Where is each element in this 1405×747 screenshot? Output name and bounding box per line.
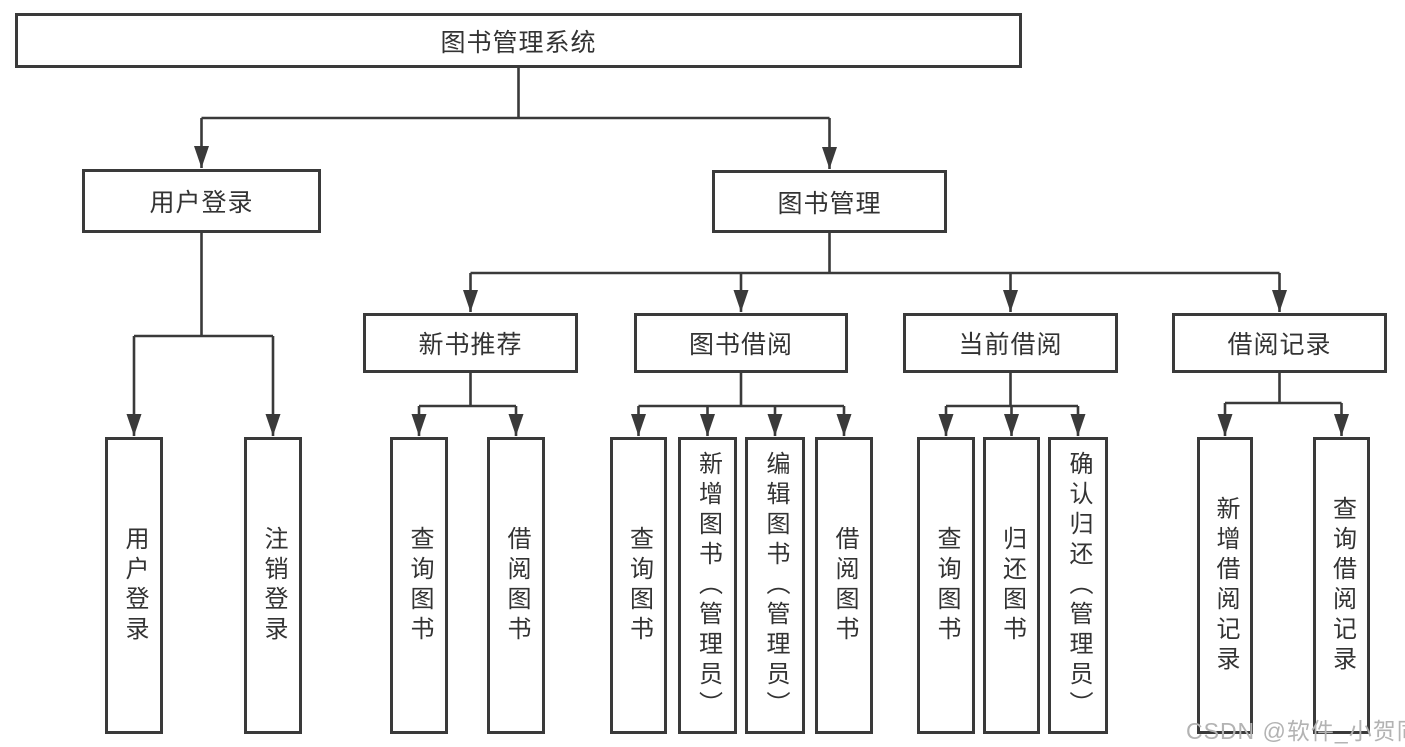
- node-book-borrow: 图书借阅: [634, 313, 848, 373]
- leaf-borrow-books-recommend-label: 借阅图书: [503, 525, 530, 646]
- node-book-borrow-label: 图书借阅: [688, 331, 793, 359]
- node-root-label: 图书管理系统: [440, 28, 597, 57]
- leaf-query-borrow-record-label: 查询借阅记录: [1328, 495, 1356, 676]
- node-new-book-recommend-label: 新书推荐: [418, 331, 523, 359]
- leaf-query-books-current-label: 查询图书: [933, 525, 960, 646]
- node-user-login: 用户登录: [82, 169, 321, 233]
- leaf-query-books-borrow-label: 查询图书: [625, 525, 653, 646]
- leaf-query-borrow-record: 查询借阅记录: [1313, 437, 1370, 734]
- leaf-add-books-admin-label: 新增图书（管理员）: [694, 450, 722, 721]
- connector-arrows: [126, 118, 1349, 436]
- leaf-user-login-label: 用户登录: [121, 525, 148, 646]
- node-user-login-label: 用户登录: [149, 189, 254, 217]
- leaf-borrow-books: 借阅图书: [815, 437, 873, 734]
- leaf-query-books-recommend: 查询图书: [390, 437, 448, 734]
- node-current-borrow: 当前借阅: [903, 313, 1118, 373]
- leaf-logout-label: 注销登录: [260, 525, 287, 646]
- leaf-query-books-borrow: 查询图书: [610, 437, 667, 734]
- connector-root-split: [201, 68, 830, 120]
- leaf-borrow-books-recommend: 借阅图书: [487, 437, 545, 734]
- node-borrow-records-label: 借阅记录: [1227, 331, 1332, 359]
- leaf-add-books-admin: 新增图书（管理员）: [678, 437, 737, 734]
- connector-records-split: [1225, 373, 1342, 405]
- node-new-book-recommend: 新书推荐: [363, 313, 578, 373]
- node-book-management: 图书管理: [712, 170, 947, 233]
- leaf-user-login: 用户登录: [105, 437, 163, 734]
- connector-user-login-split: [134, 233, 273, 338]
- leaf-confirm-return-admin-label: 确认归还（管理员）: [1065, 450, 1092, 721]
- leaf-confirm-return-admin: 确认归还（管理员）: [1048, 437, 1108, 734]
- leaf-return-books: 归还图书: [983, 437, 1040, 734]
- leaf-logout: 注销登录: [244, 437, 302, 734]
- connector-book-borrow-split: [638, 373, 844, 408]
- node-current-borrow-label: 当前借阅: [958, 331, 1063, 359]
- leaf-add-borrow-record-label: 新增借阅记录: [1212, 495, 1239, 676]
- node-borrow-records: 借阅记录: [1172, 313, 1387, 373]
- leaf-return-books-label: 归还图书: [998, 525, 1026, 646]
- csdn-watermark: CSDN @软件_小贺同学: [1186, 718, 1405, 744]
- leaf-query-books-current: 查询图书: [917, 437, 975, 734]
- connector-current-borrow-split: [946, 373, 1078, 408]
- leaf-edit-books-admin: 编辑图书（管理员）: [745, 437, 805, 734]
- connector-new-book-split: [419, 373, 516, 408]
- connector-book-mgmt-split: [470, 233, 1280, 275]
- leaf-add-borrow-record: 新增借阅记录: [1197, 437, 1253, 734]
- leaf-query-books-recommend-label: 查询图书: [406, 525, 433, 646]
- leaf-borrow-books-label: 借阅图书: [831, 525, 858, 646]
- node-book-management-label: 图书管理: [777, 189, 882, 218]
- node-root: 图书管理系统: [15, 13, 1022, 68]
- leaf-edit-books-admin-label: 编辑图书（管理员）: [762, 450, 789, 721]
